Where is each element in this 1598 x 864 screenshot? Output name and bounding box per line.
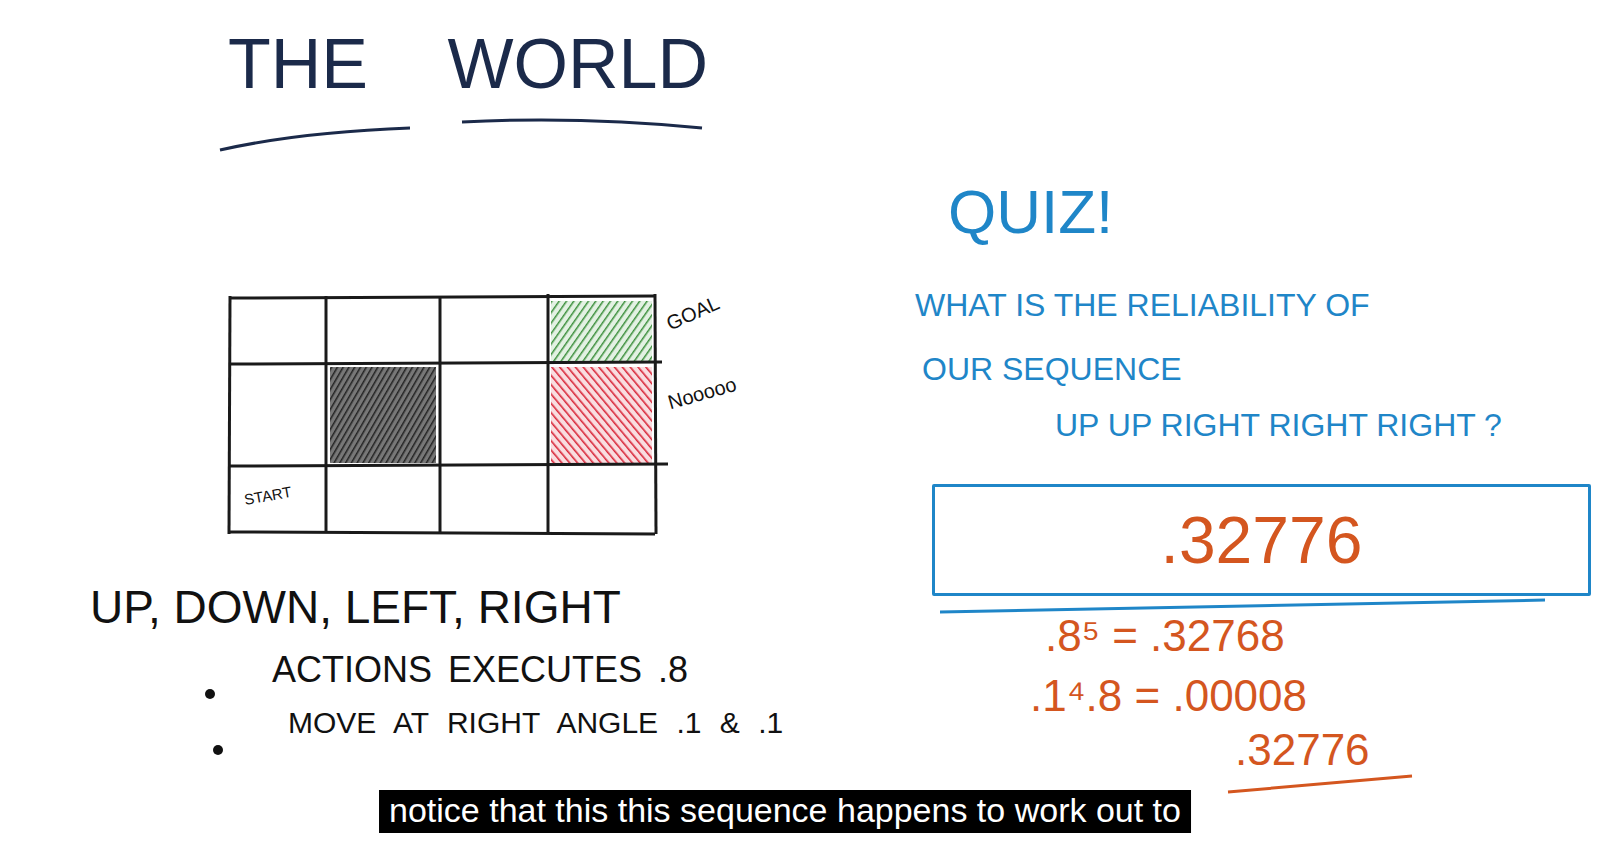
calculation-text: .1⁴.8 = .00008 [1030, 672, 1307, 720]
title-underline [462, 120, 702, 128]
question-text: OUR SEQUENCE [922, 352, 1182, 387]
wall-cell-hatch [330, 367, 436, 463]
grid-world [229, 294, 668, 534]
calculation-text: .8⁵ = .32768 [1045, 612, 1285, 660]
box-underline [940, 600, 1545, 612]
pit-cell-hatch [551, 367, 652, 463]
quiz-heading: QUIZ! [948, 178, 1113, 246]
pit-label: Nooooo [665, 373, 738, 413]
start-label: START [243, 484, 293, 509]
title-underline [220, 128, 410, 150]
subtitle-caption: notice that this this sequence happens t… [379, 790, 1191, 833]
sum-text: .32776 [1235, 726, 1370, 774]
wall-cell-fill [330, 367, 436, 463]
actions-list: UP, DOWN, LEFT, RIGHT [90, 582, 621, 633]
sequence-text: UP UP RIGHT RIGHT RIGHT ? [1055, 408, 1502, 443]
answer-value: .32776 [935, 487, 1588, 593]
rule-text: MOVE AT RIGHT ANGLE .1 & .1 [288, 706, 783, 739]
goal-cell: GOAL [548, 298, 655, 364]
sum-line [1228, 776, 1412, 792]
rule-text: ACTIONS EXECUTES .8 [272, 650, 688, 690]
bullet-dot [205, 689, 215, 699]
bullet-dot [213, 745, 223, 755]
pit-cell-fill [551, 367, 652, 463]
answer-box: .32776 [932, 484, 1591, 596]
goal-cell-hatch [551, 301, 652, 361]
pit-cell: Nooooo [548, 364, 655, 466]
title-text: THE WORLD [228, 26, 708, 103]
start-cell: START [230, 466, 326, 532]
question-text: WHAT IS THE RELIABILITY OF [915, 288, 1370, 323]
goal-label: GOAL [663, 292, 723, 335]
goal-cell-fill [551, 301, 652, 361]
